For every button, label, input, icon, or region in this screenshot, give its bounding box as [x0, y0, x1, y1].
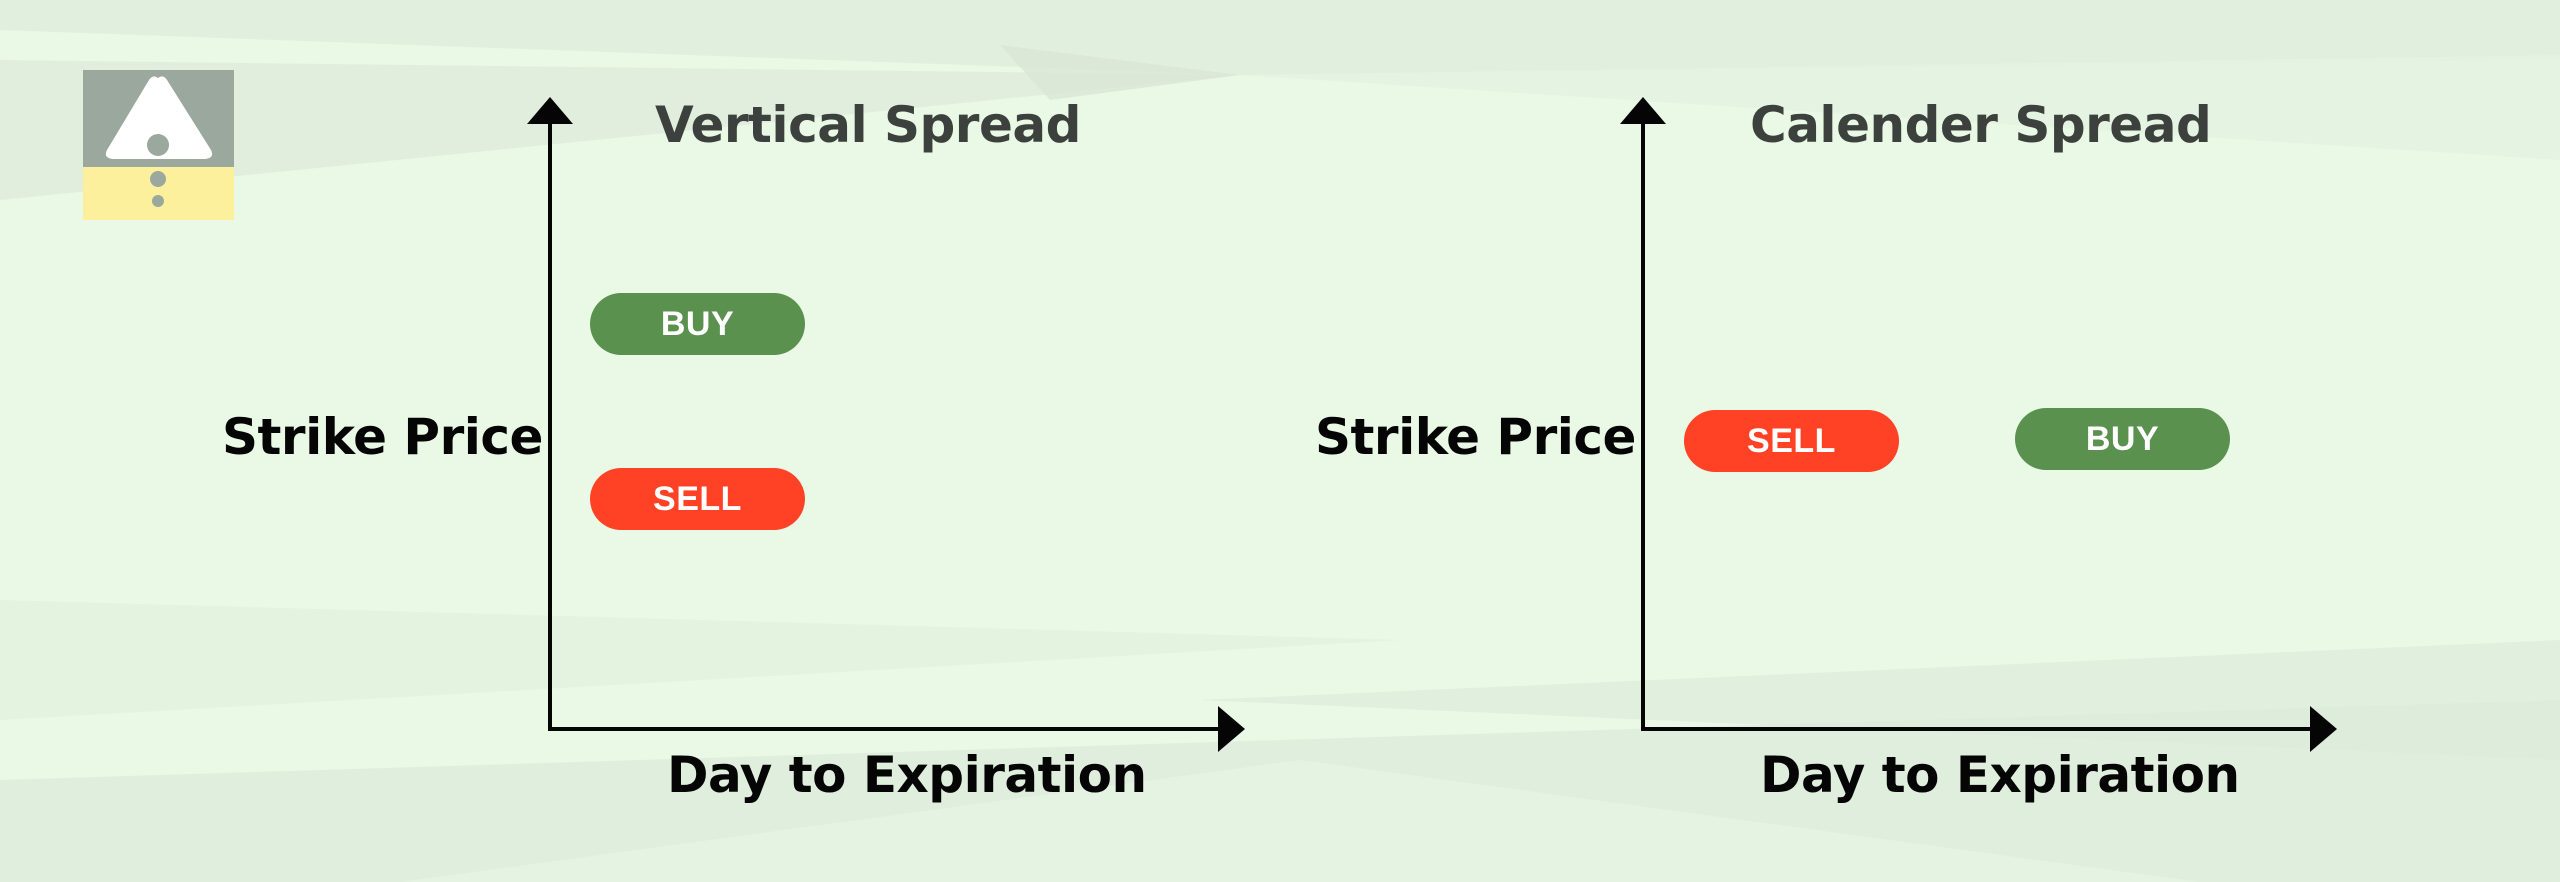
logo [83, 70, 234, 220]
buy-leg-label: BUY [2085, 419, 2160, 458]
panel-title: Vertical Spread [655, 96, 1081, 154]
vertical-spread-panel: Vertical Spread Strike Price Day to Expi… [222, 96, 1147, 804]
sell-leg-badge: SELL [1684, 410, 1899, 472]
buy-leg-badge: BUY [590, 293, 805, 355]
panel-title: Calender Spread [1750, 96, 2212, 154]
buy-leg-badge: BUY [2015, 408, 2230, 470]
right-x-arrowhead-icon [2310, 706, 2337, 752]
sell-leg-label: SELL [1747, 421, 1836, 460]
x-axis-label: Day to Expiration [667, 746, 1147, 804]
y-axis-label: Strike Price [1315, 408, 1636, 466]
warning-triangle-icon [105, 76, 213, 207]
left-axes [548, 112, 1225, 731]
x-axis-label: Day to Expiration [1760, 746, 2240, 804]
left-y-arrowhead-icon [527, 97, 573, 124]
sell-leg-badge: SELL [590, 468, 805, 530]
left-x-arrowhead-icon [1218, 706, 1245, 752]
y-axis-label: Strike Price [222, 408, 543, 466]
right-y-arrowhead-icon [1620, 97, 1666, 124]
buy-leg-label: BUY [660, 304, 735, 343]
right-axes [1641, 112, 2318, 731]
sell-leg-label: SELL [653, 479, 742, 518]
